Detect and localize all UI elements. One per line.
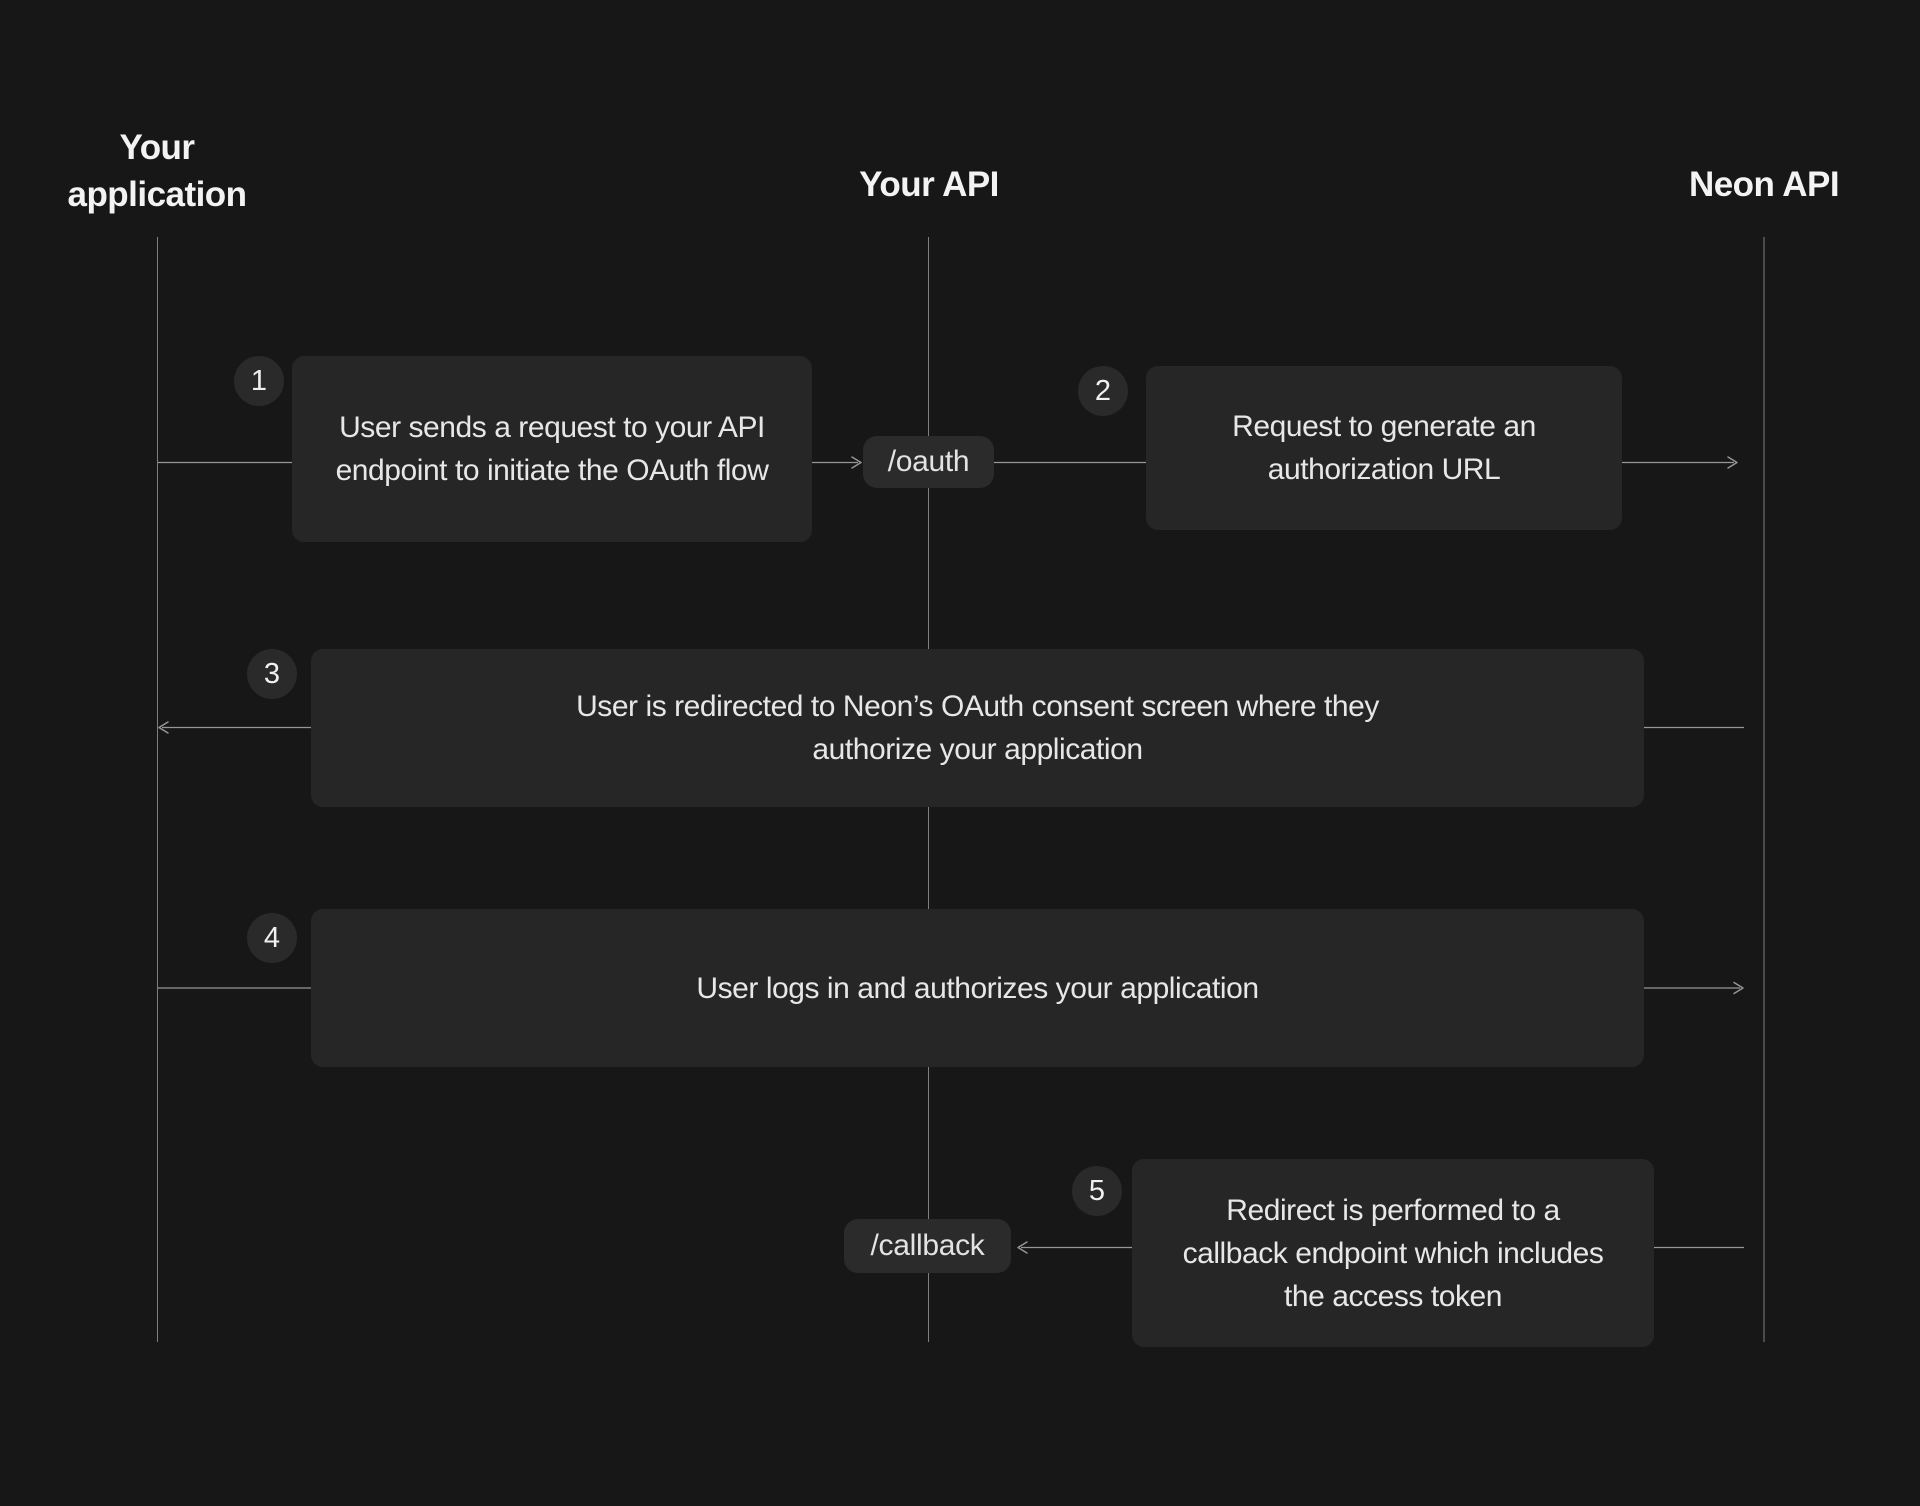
- step-badge-5: 5: [1072, 1166, 1122, 1216]
- message-box-step-4: User logs in and authorizes your applica…: [311, 909, 1644, 1067]
- step-badge-5-number: 5: [1088, 1174, 1106, 1207]
- arrow-step-2-head-right: [1727, 456, 1738, 469]
- message-text-step-1: User sends a request to your API endpoin…: [335, 411, 769, 487]
- step-badge-1-number: 1: [250, 364, 268, 397]
- actor-header-your-api: Your API: [859, 165, 999, 204]
- endpoint-chip-callback: /callback: [844, 1219, 1011, 1273]
- message-box-step-5: Redirect is performed to a callback endp…: [1132, 1159, 1654, 1347]
- step-badge-1: 1: [234, 356, 284, 406]
- message-text-step-4: User logs in and authorizes your applica…: [696, 971, 1259, 1005]
- endpoint-label-callback: /callback: [870, 1229, 985, 1262]
- message-text-step-5: Redirect is performed to a callback endp…: [1182, 1193, 1604, 1313]
- message-box-step-1: User sends a request to your API endpoin…: [292, 356, 812, 542]
- message-box-step-2: Request to generate an authorization URL: [1146, 366, 1622, 530]
- actor-header-your-application: Your application: [67, 128, 247, 214]
- step-badge-2: 2: [1078, 366, 1128, 416]
- actor-header-neon-api: Neon API: [1688, 165, 1840, 204]
- arrow-step-5-head-left: [1017, 1241, 1028, 1254]
- step-badge-2-number: 2: [1094, 374, 1112, 407]
- step-badge-4-number: 4: [263, 921, 281, 954]
- step-badge-4: 4: [247, 913, 297, 963]
- message-text-step-3: User is redirected to Neon’s OAuth conse…: [576, 690, 1379, 766]
- arrow-step-3-head-left: [158, 721, 169, 734]
- message-box-step-3: User is redirected to Neon’s OAuth conse…: [311, 649, 1644, 807]
- endpoint-chip-oauth: /oauth: [863, 436, 994, 488]
- step-badge-3: 3: [247, 649, 297, 699]
- endpoint-label-oauth: /oauth: [887, 445, 970, 478]
- step-badge-3-number: 3: [263, 657, 281, 690]
- arrow-step-4-head-right: [1733, 981, 1744, 995]
- arrow-step-1-head-right: [851, 456, 862, 469]
- message-text-step-2: Request to generate an authorization URL: [1232, 410, 1536, 486]
